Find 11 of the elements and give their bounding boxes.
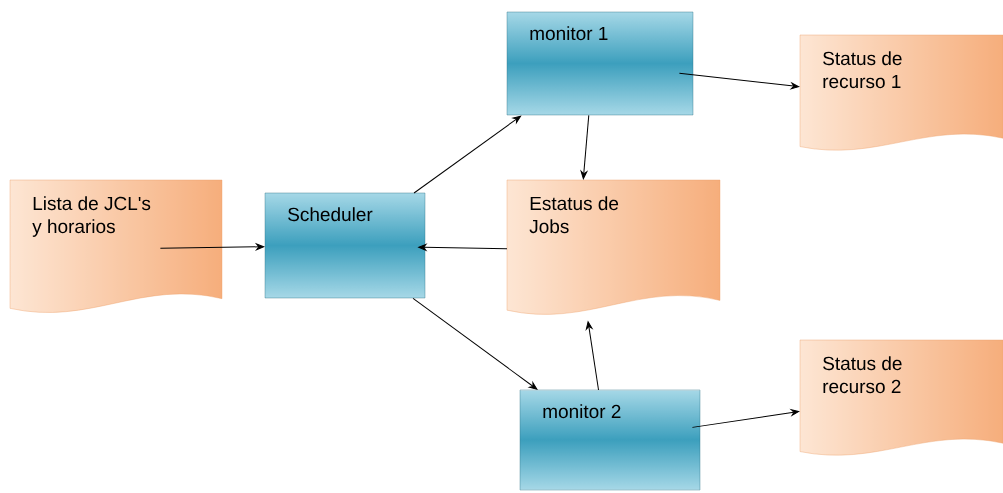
- arrow: [418, 243, 508, 251]
- arrow: [585, 321, 600, 391]
- arrow: [412, 297, 538, 390]
- arrow: [580, 114, 590, 180]
- process-box: Scheduler: [264, 192, 426, 299]
- process-box: monitor 2: [519, 389, 701, 491]
- arrow: [691, 409, 800, 428]
- arrow: [159, 243, 265, 251]
- arrow: [413, 115, 522, 194]
- process-box: monitor 1: [506, 11, 694, 116]
- arrow: [678, 72, 800, 90]
